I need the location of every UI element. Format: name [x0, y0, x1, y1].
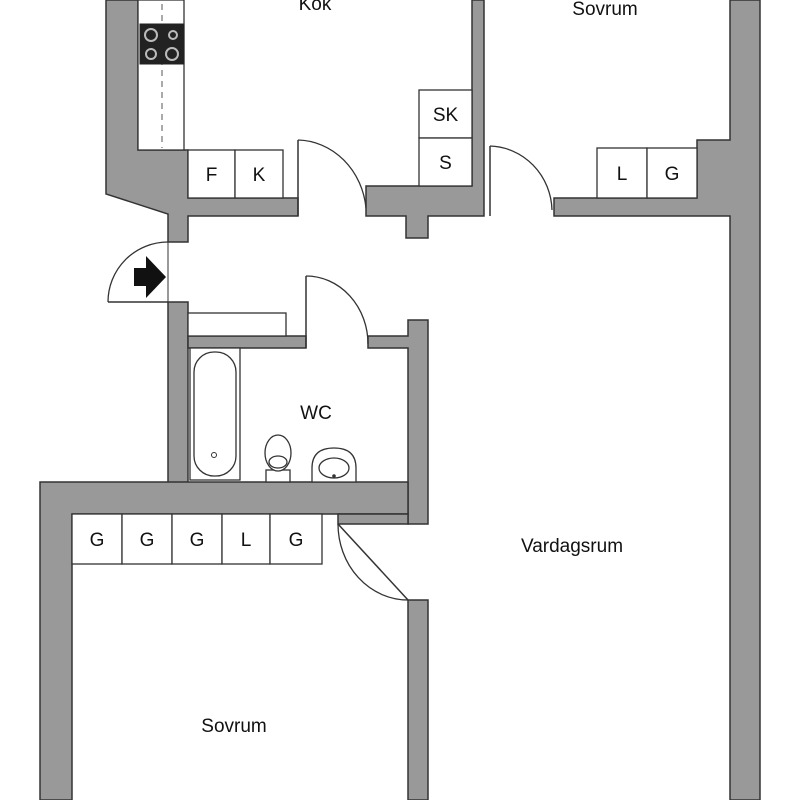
room-labels: Kök Sovrum WC Vardagsrum Sovrum — [201, 0, 637, 737]
cabinet-k — [234, 149, 284, 199]
wall-bedroom-east — [407, 599, 429, 800]
room-label-kok: Kök — [299, 0, 332, 15]
cabinet-f — [187, 149, 236, 199]
closet-bottom-3-label: G — [190, 530, 205, 551]
hall-shelf — [187, 312, 287, 337]
cabinet-s — [418, 137, 473, 187]
wall-jamb-bedroom-door — [337, 513, 409, 525]
wall-bathroom-west — [167, 301, 189, 485]
closet-bottom-2 — [121, 513, 173, 565]
cabinet-k-label: K — [253, 165, 266, 186]
cabinet-f-label: F — [206, 165, 218, 186]
door-kitchen[interactable] — [297, 139, 367, 216]
room-label-sovrum-top: Sovrum — [572, 0, 637, 20]
closet-top-2-label: G — [665, 164, 680, 185]
door-bathroom[interactable] — [305, 275, 369, 348]
wall-kitchen-west — [105, 0, 299, 243]
closet-bottom-2-label: G — [140, 530, 155, 551]
bottom-bedroom-closets: G G G L G — [71, 513, 323, 565]
room-label-sovrum-bottom: Sovrum — [201, 716, 266, 737]
room-label-vardagsrum: Vardagsrum — [521, 536, 623, 557]
cabinet-s-label: S — [439, 153, 452, 174]
toilet-icon — [264, 434, 292, 483]
closet-bottom-4 — [221, 513, 271, 565]
door-bedroom-bottom[interactable] — [337, 523, 409, 601]
entrance-arrow-icon — [134, 256, 166, 298]
kitchen-counter — [137, 0, 185, 151]
room-label-wc: WC — [300, 403, 332, 424]
closet-bottom-5-label: G — [289, 530, 304, 551]
closet-top-1-label: L — [617, 164, 628, 185]
wall-bathroom-north — [187, 335, 307, 349]
wall-kitchen-bedroom — [365, 0, 485, 239]
bathroom-fixtures — [189, 347, 357, 483]
door-bedroom-top[interactable] — [489, 145, 553, 216]
door-entrance[interactable] — [107, 241, 169, 303]
cabinet-sk-label: SK — [433, 105, 459, 126]
wall-bathroom-north-east — [367, 319, 429, 525]
closet-top-2 — [646, 147, 698, 199]
kitchen-fixtures: F K SK S — [137, 0, 473, 199]
closet-bottom-1 — [71, 513, 123, 565]
closet-bottom-1-label: G — [90, 530, 105, 551]
wall-bedroom-south — [553, 0, 761, 800]
stove-icon — [139, 23, 185, 65]
closet-bottom-5 — [269, 513, 323, 565]
cabinet-sk — [418, 89, 473, 139]
bathtub-icon — [189, 347, 241, 481]
sink-icon — [311, 447, 357, 483]
top-bedroom-closets: L G — [596, 147, 698, 199]
doors — [107, 139, 553, 601]
closet-bottom-4-label: L — [241, 530, 252, 551]
